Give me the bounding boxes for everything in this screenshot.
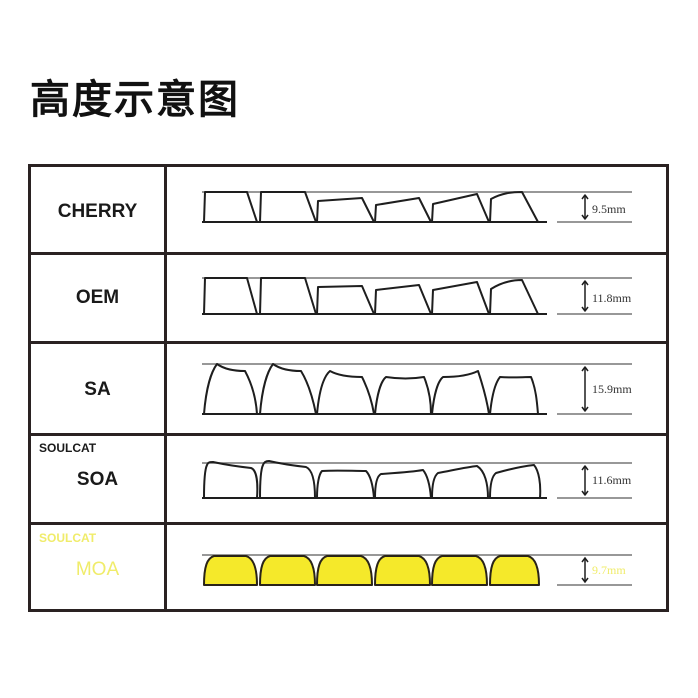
height-value-sa: 15.9mm [592, 382, 632, 396]
profile-label-oem: OEM [75, 287, 120, 308]
profile-label-soa: SOA [76, 469, 119, 490]
height-value-oem: 11.8mm [592, 291, 632, 305]
row-divider [31, 522, 666, 525]
brand-label-moa: SOULCAT [39, 531, 97, 545]
profile-label-cherry: CHERRY [57, 201, 138, 222]
keycap-diagram-cherry: 9.5mm [167, 167, 666, 252]
keycap-diagram-oem: 11.8mm [167, 255, 666, 341]
row-divider [31, 433, 666, 436]
page-title: 高度示意图 [30, 77, 240, 123]
height-value-moa: 9.7mm [592, 563, 626, 577]
brand-label-soa: SOULCAT [39, 441, 97, 455]
profile-label-moa: MOA [75, 559, 120, 580]
row-divider [31, 252, 666, 255]
column-divider [164, 167, 167, 609]
row-divider [31, 341, 666, 344]
height-value-soa: 11.6mm [592, 473, 632, 487]
keycap-diagram-moa: 9.7mm [167, 525, 666, 609]
keycap-diagram-sa: 15.9mm [167, 344, 666, 433]
profile-height-table: CHERRY 9.5mm OEM [28, 164, 669, 612]
profile-label-sa: SA [84, 379, 111, 400]
keycap-diagram-soa: 11.6mm [167, 436, 666, 522]
height-value-cherry: 9.5mm [592, 202, 626, 216]
